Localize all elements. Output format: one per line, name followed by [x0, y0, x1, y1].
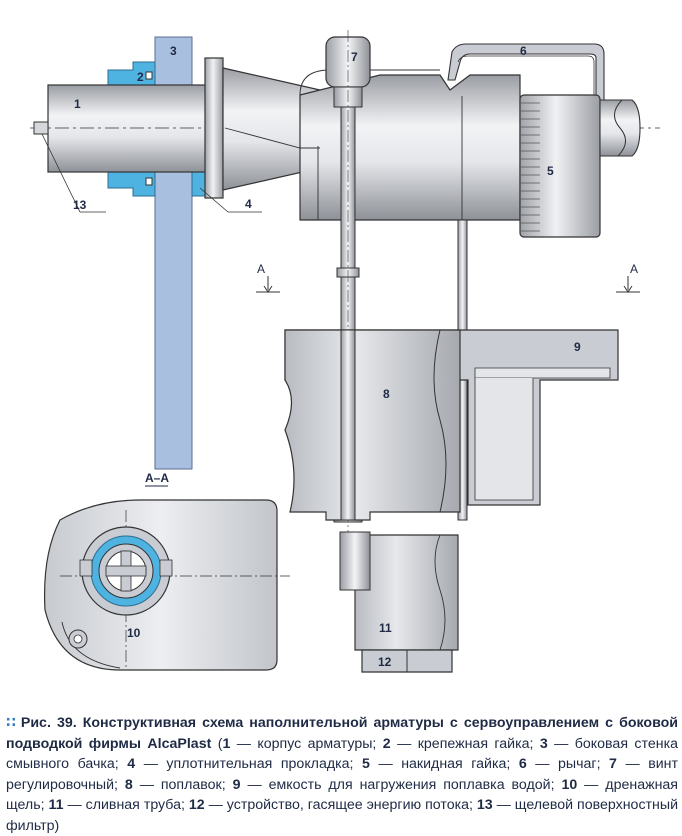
caption-item-text: — корпус арматуры;: [230, 735, 383, 752]
caption-item-number: 13: [476, 797, 493, 813]
caption-item-text: — поплавок;: [132, 776, 233, 793]
caption-item-text: — накидная гайка;: [369, 756, 519, 772]
caption-item-number: 7: [609, 756, 617, 772]
body-flange: [204, 57, 224, 199]
drain-pipe-break: [434, 534, 446, 651]
filter-leader: [41, 133, 81, 213]
section-mark-right-label: A: [630, 262, 638, 276]
union-nut: [519, 94, 601, 238]
label-5: 5: [547, 164, 554, 178]
caption-item-number: 3: [539, 735, 548, 752]
caption-item-text: — емкость для нагружения поплавка водой;: [240, 776, 562, 793]
caption-item-text: — винт регулировочный;: [6, 756, 679, 793]
caption-item-text: — устройство, гасящее энергию потока;: [204, 797, 477, 813]
label-6: 6: [520, 44, 527, 58]
caption-item-number: 9: [232, 776, 241, 793]
figure-caption: ∷Рис. 39. Конструктивная схема наполните…: [6, 713, 678, 836]
caption-title: Конструктивная схема наполнительной арма…: [6, 715, 679, 752]
slot-filter: [33, 121, 49, 135]
label-2: 2: [137, 70, 144, 84]
drain-pipe-top: [339, 531, 371, 591]
section-mark-right: A: [616, 262, 640, 293]
caption-item-number: 12: [188, 797, 205, 813]
section-mark-left: A: [256, 262, 280, 293]
internal-line: [224, 127, 320, 149]
valve-body-pipe: [47, 84, 209, 173]
section-title: А–А: [145, 471, 169, 485]
label-13: 13: [73, 198, 87, 212]
loading-container-inner: [474, 367, 611, 379]
float-rod-window: [340, 329, 356, 521]
label-8: 8: [383, 387, 390, 401]
section-notch-left: [79, 559, 93, 577]
sealing-gasket: [191, 169, 206, 197]
caption-item-number: 1: [222, 735, 231, 752]
valve-chamber: [299, 74, 521, 221]
caption-item-number: 8: [124, 776, 133, 793]
drain-slot-hole-inner: [73, 634, 83, 644]
caption-item-number: 11: [48, 797, 64, 813]
label-11: 11: [379, 621, 392, 635]
label-7: 7: [351, 50, 358, 64]
section-notch-right: [159, 559, 173, 577]
gasket-leader: [199, 187, 229, 213]
caption-item-text: — сливная труба;: [63, 797, 189, 813]
section-mark-left-label: A: [257, 262, 265, 276]
loading-container-wall: [474, 378, 534, 501]
lever-inner: [457, 55, 595, 98]
lever: [447, 43, 605, 101]
label-10: 10: [127, 626, 141, 640]
caption-item-text: — крепежная гайка;: [390, 735, 540, 752]
caption-item-number: 10: [561, 776, 578, 793]
nut-slot: [145, 71, 153, 80]
caption-item-text: — дренажная щель;: [6, 776, 678, 814]
float: [284, 329, 461, 521]
label-12: 12: [378, 655, 392, 669]
outlet-break: [614, 99, 626, 157]
label-1: 1: [74, 97, 81, 111]
drain-pipe: [354, 534, 459, 651]
caption-item-number: 5: [362, 756, 370, 772]
nut-slot-lower: [145, 177, 153, 186]
fill-valve-diagram: A A А–А 1 2 3 4 5 6 7: [30, 30, 660, 673]
drain-slot-arc: [61, 621, 121, 669]
section-cross-h: [105, 565, 147, 577]
label-9: 9: [574, 340, 581, 354]
caption-open: (: [211, 735, 223, 752]
union-nut-ribs: [520, 102, 540, 232]
caption-fig-number: Рис. 39.: [20, 715, 77, 731]
caption-item-text: — боковая стенка смывного бачка;: [6, 735, 678, 773]
caption-item-number: 2: [382, 735, 391, 752]
label-4: 4: [245, 197, 252, 211]
label-3: 3: [170, 44, 177, 58]
caption-item-number: 6: [518, 756, 527, 772]
float-break: [433, 329, 447, 513]
caption-item-text: — уплотнительная прокладка;: [135, 756, 363, 772]
caption-close: ): [54, 817, 60, 834]
caption-bullet-icon: ∷: [6, 715, 16, 731]
caption-item-text: — рычаг;: [526, 756, 610, 772]
caption-item-number: 4: [127, 756, 136, 772]
